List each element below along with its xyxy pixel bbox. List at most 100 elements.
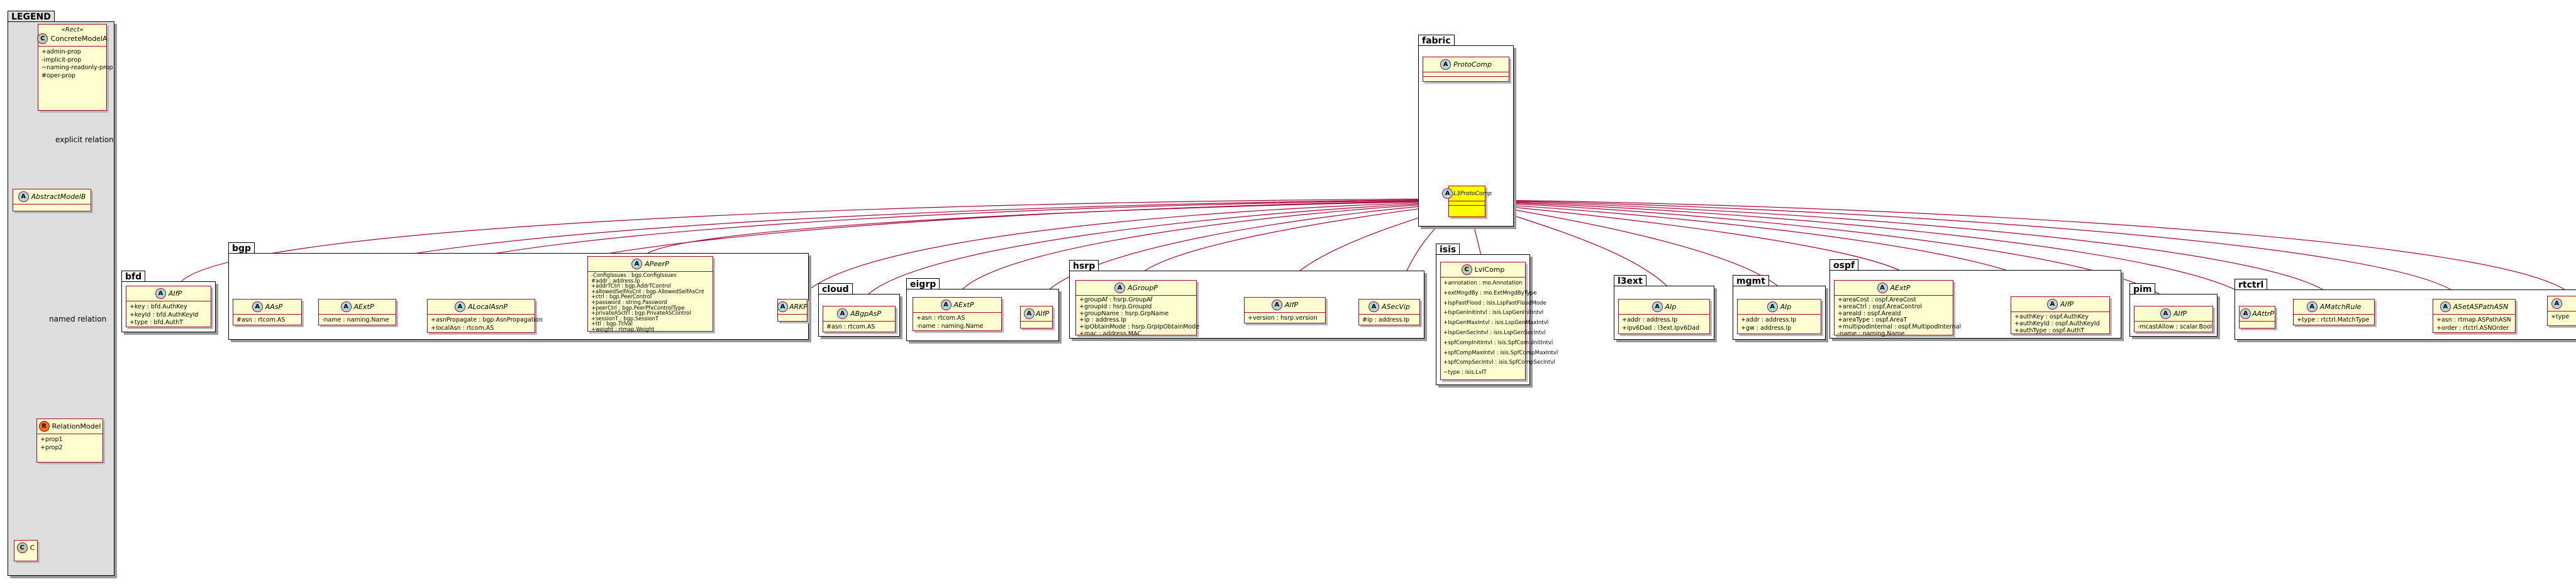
attribute: +sessionT : bgp.SessionT bbox=[591, 315, 658, 322]
attribute: +extMngdBy : mo.ExtMngdByType bbox=[1443, 289, 1537, 296]
attribute: #asn : rtcom.AS bbox=[826, 323, 875, 330]
class-badge-icon: A bbox=[1442, 188, 1453, 199]
package-title: LEGEND bbox=[8, 11, 55, 22]
class-isis-lvlcomp[interactable]: C LvlComp +annotation : mo.Annotation +e… bbox=[1440, 262, 1558, 380]
class-badge-icon: A bbox=[940, 300, 952, 310]
attribute: +areaType : ospf.AreaT bbox=[1838, 317, 1907, 324]
class-badge-icon: A bbox=[2160, 308, 2171, 319]
attribute: +mac : address.MAC bbox=[1079, 330, 1142, 337]
class-name: RelationModel bbox=[52, 422, 101, 430]
package-title: cloud bbox=[818, 283, 853, 295]
attribute-list: +admin-prop -implicit-prop ~naming-reado… bbox=[38, 47, 113, 82]
class-rtctrl-amatchrule[interactable]: A AMatchRule +type : rtctrl.MatchType bbox=[2293, 299, 2375, 325]
class-badge-icon: A bbox=[454, 301, 465, 312]
attribute: #addr : address.Ip bbox=[591, 277, 640, 284]
attribute: +type : rtctrl.MatchType bbox=[2297, 317, 2370, 323]
class-bgp-arkp[interactable]: A ARKP bbox=[777, 299, 808, 322]
attribute: +addr : address.Ip bbox=[1622, 317, 1678, 323]
attribute: +spfCompSecIntvl : isis.SpfCompSecIntvl bbox=[1443, 359, 1555, 366]
class-c[interactable]: C C bbox=[14, 540, 38, 561]
class-name: AIfP bbox=[2173, 310, 2187, 318]
attribute: -mcastAllow : scalar.Bool bbox=[2138, 323, 2212, 330]
class-ospf-aextp[interactable]: A AExtP +areaCost : ospf.AreaCost +areaC… bbox=[1834, 280, 1961, 337]
class-name: AIfP bbox=[2060, 300, 2074, 308]
class-abstract-model-b[interactable]: A AbstractModelB bbox=[13, 189, 91, 211]
class-eigrp-aifp[interactable]: A AIfP bbox=[1020, 306, 1053, 328]
class-bgp-aasp[interactable]: A AAsP #asn : rtcom.AS bbox=[233, 299, 302, 325]
attribute: +IspGenMaxIntvl : isis.LspGenMaxIntvl bbox=[1443, 320, 1549, 327]
class-badge-icon: A bbox=[1440, 59, 1451, 70]
package-title: ospf bbox=[1829, 259, 1859, 271]
class-proto-comp[interactable]: A ProtoComp bbox=[1423, 57, 1509, 82]
attribute: +authKey : ospf.AuthKey bbox=[2014, 313, 2089, 320]
class-name: AIfP bbox=[1035, 310, 1050, 318]
attribute: +groupName : hsrp.GrpName bbox=[1079, 310, 1169, 317]
attribute-list: -name : naming.Name bbox=[319, 315, 396, 327]
attribute-list: +key : bfd.AuthKey +keyId : bfd.AuthKeyI… bbox=[126, 301, 211, 329]
class-badge-icon: A bbox=[252, 301, 263, 312]
attribute-list: +areaCost : ospf.AreaCost +areaCtrl : os… bbox=[1835, 296, 1962, 339]
class-badge-icon: A bbox=[155, 288, 166, 299]
class-rtctrl-asetaspathasn[interactable]: A ASetASPathASN +asn : rtmap.ASPathASN +… bbox=[2433, 299, 2516, 333]
class-mgmt-aip[interactable]: A AIp +addr : address.Ip +gw : address.I… bbox=[1737, 299, 1821, 334]
attribute-list: +annotation : mo.Annotation +extMngdBy :… bbox=[1441, 278, 1558, 379]
attribute-list: +addr : address.Ip +gw : address.Ip bbox=[1738, 315, 1821, 334]
attribute-list: +addr : address.Ip +ipv6Dad : l3ext.Ipv6… bbox=[1619, 315, 1709, 334]
class-hsrp-aifp[interactable]: A AIfP +version : hsrp.version bbox=[1244, 297, 1326, 323]
class-name: AIp bbox=[1780, 303, 1792, 311]
attribute: +asn : rtcom.AS bbox=[916, 315, 965, 322]
class-concrete-model-a[interactable]: «Rect» C ConcreteModelA +admin-prop -imp… bbox=[37, 24, 113, 111]
class-badge-icon: A bbox=[2046, 299, 2058, 310]
attribute-list: +prop1 +prop2 bbox=[37, 434, 103, 454]
attribute-list: +version : hsrp.version bbox=[1245, 313, 1325, 325]
class-bgp-apeerp[interactable]: A APeerP -ConfigIssues : bgp.ConfigIssue… bbox=[587, 256, 713, 332]
attribute-list: +asn : rtcom.AS -name : naming.Name bbox=[913, 313, 1001, 332]
class-ospf-aifp[interactable]: A AIfP +authKey : ospf.AuthKey +authKeyI… bbox=[2011, 296, 2110, 334]
attribute: -name : naming.Name bbox=[322, 317, 389, 323]
attribute: +asn : rtmap.ASPathASN bbox=[2436, 317, 2511, 323]
attribute: +ip : address.Ip bbox=[1079, 317, 1127, 324]
class-cloud-abgpasp[interactable]: A ABgpAsP #asn : rtcom.AS bbox=[823, 306, 896, 332]
attribute: -implicit-prop bbox=[42, 56, 82, 64]
class-name: AAttrP bbox=[2252, 310, 2274, 318]
class-badge-icon: A bbox=[1368, 301, 1380, 312]
attribute: +ipObtainMode : hsrp.GrpIpObtainMode bbox=[1079, 323, 1200, 331]
class-hsrp-agroupp[interactable]: A AGroupP +groupAf : hsrp.GroupAf +group… bbox=[1075, 280, 1199, 337]
class-l3-proto-comp[interactable]: A L3ProtoComp bbox=[1442, 186, 1492, 217]
class-name: AIp bbox=[1665, 303, 1677, 311]
attribute: #asn : rtcom.AS bbox=[236, 317, 286, 323]
class-badge-icon: A bbox=[1652, 301, 1663, 312]
class-rtctrl-cutoff[interactable]: A +type bbox=[2547, 296, 2576, 326]
class-pim-aifp[interactable]: A AIfP -mcastAllow : scalar.Bool bbox=[2134, 306, 2213, 332]
package-title: l3ext bbox=[1614, 275, 1646, 286]
attribute-list: +asnPropagate : bgp.AsnPropagation +loca… bbox=[428, 315, 543, 334]
class-bfd-aifp[interactable]: A AIfP +key : bfd.AuthKey +keyId : bfd.A… bbox=[126, 286, 211, 327]
class-bgp-alocalasnp[interactable]: A ALocalAsnP +asnPropagate : bgp.AsnProp… bbox=[427, 299, 543, 334]
attribute-list: #asn : rtcom.AS bbox=[233, 315, 301, 327]
attribute: +type : bfd.AuthT bbox=[130, 319, 183, 326]
class-bgp-aextp[interactable]: A AExtP -name : naming.Name bbox=[318, 299, 396, 325]
class-rtctrl-aattrp[interactable]: A AAttrP bbox=[2239, 306, 2275, 328]
class-badge-icon: C bbox=[16, 542, 28, 553]
attribute-list: -ConfigIssues : bgp.ConfigIssues #addr :… bbox=[588, 272, 713, 333]
class-name: ABgpAsP bbox=[850, 310, 881, 318]
attribute: #ip : address.Ip bbox=[1362, 317, 1410, 323]
class-name: L3ProtoComp bbox=[1453, 190, 1492, 197]
class-badge-icon: A bbox=[1114, 283, 1126, 293]
package-title: rtctrl bbox=[2235, 279, 2268, 290]
attribute-list: +type bbox=[2548, 312, 2576, 323]
class-badge-icon: A bbox=[18, 191, 29, 202]
class-name: ASetASPathASN bbox=[2453, 303, 2509, 311]
class-eigrp-aextp[interactable]: A AExtP +asn : rtcom.AS -name : naming.N… bbox=[913, 297, 1002, 331]
class-hsrp-asecvip[interactable]: A ASecVip #ip : address.Ip bbox=[1358, 299, 1420, 325]
attribute: +multipodInternal : ospf.MultipodInterna… bbox=[1838, 323, 1962, 331]
attribute-list: #asn : rtcom.AS bbox=[823, 322, 895, 334]
class-name: AGroupP bbox=[1128, 284, 1158, 292]
class-relation-model[interactable]: R RelationModel +prop1 +prop2 bbox=[36, 418, 103, 463]
attribute-list: +groupAf : hsrp.GroupAf +groupId : hsrp.… bbox=[1076, 296, 1200, 339]
class-l3ext-aip[interactable]: A AIp +addr : address.Ip +ipv6Dad : l3ex… bbox=[1618, 299, 1710, 334]
attribute: +prop1 bbox=[40, 436, 63, 443]
stereotype-label: «Rect» bbox=[61, 26, 84, 33]
package-title: bgp bbox=[228, 242, 255, 254]
package-title: isis bbox=[1436, 244, 1460, 255]
